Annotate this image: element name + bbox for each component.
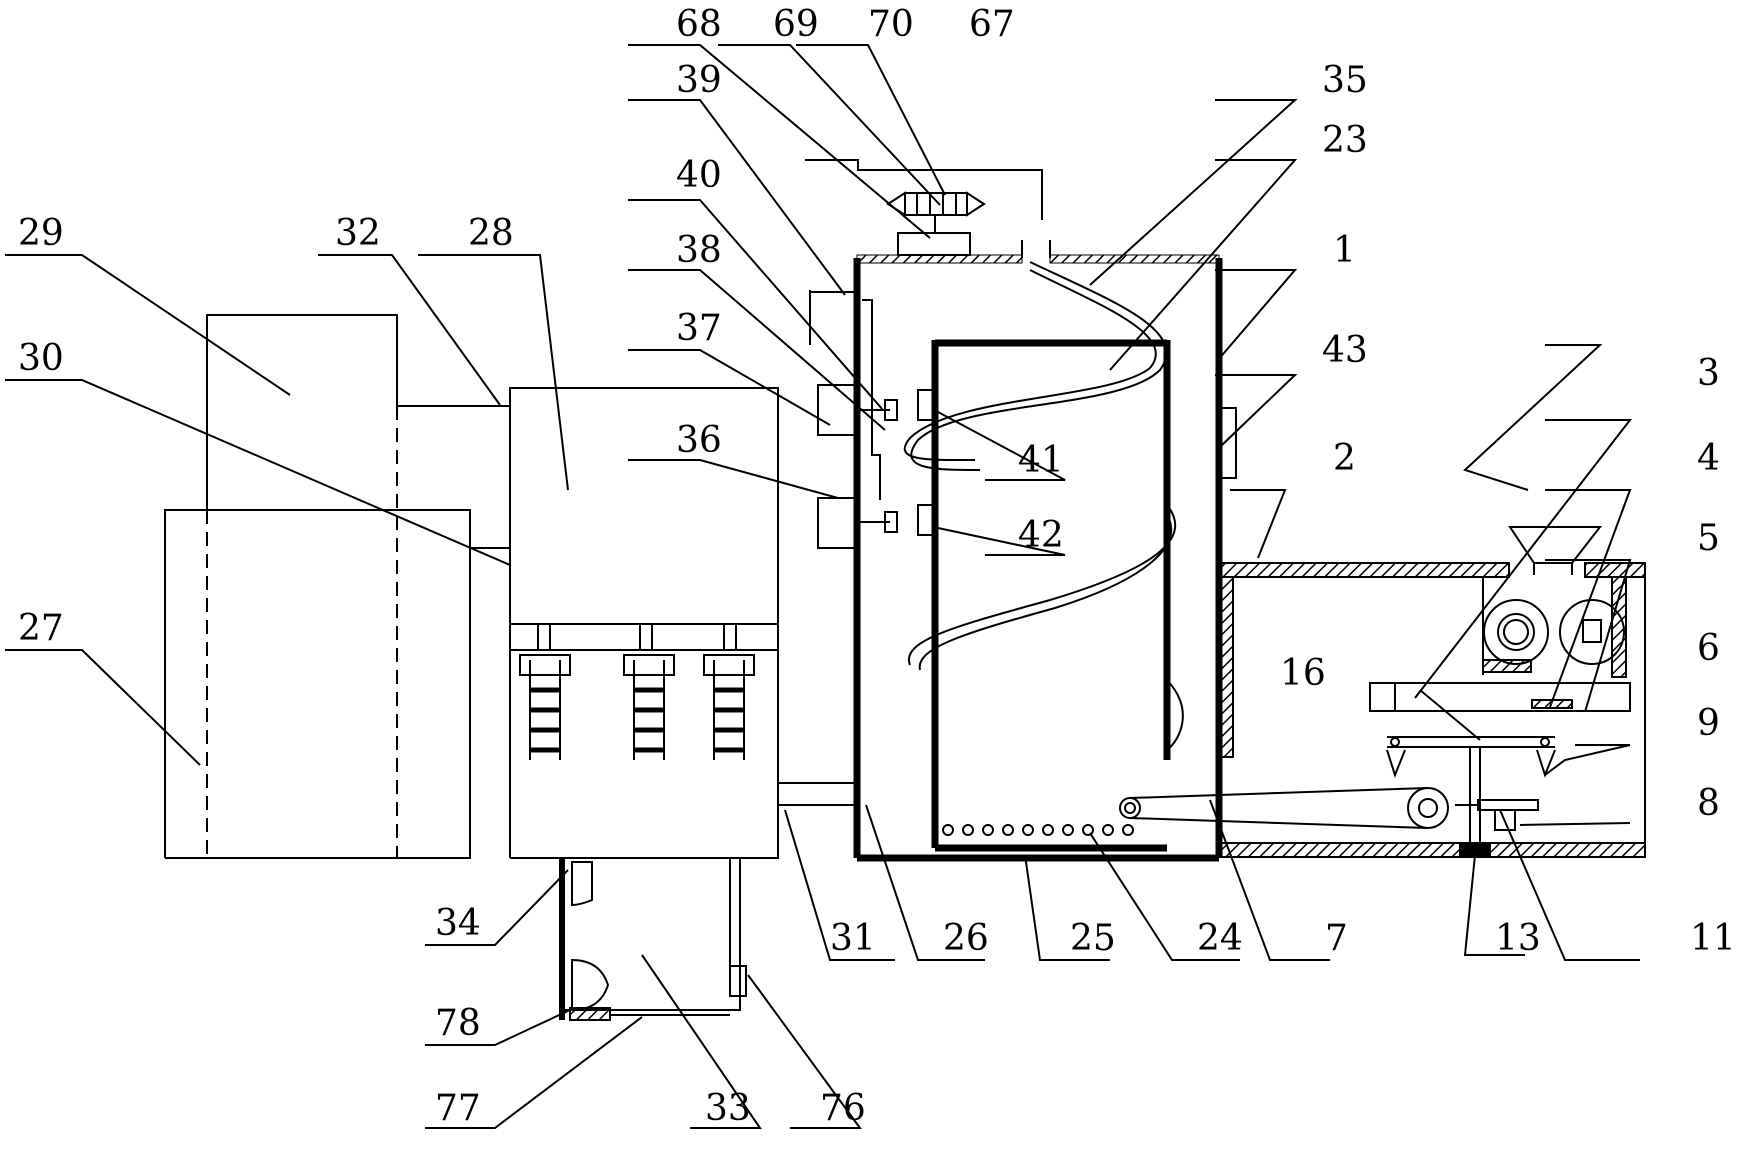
valves-36-42: [809, 290, 936, 549]
label-41: 41: [1018, 440, 1064, 481]
label-76: 76: [820, 1088, 866, 1129]
tank-28: [509, 387, 779, 859]
nozzle-67: [1021, 240, 1051, 258]
housing-2: [1119, 526, 1646, 858]
pipe-31: [778, 782, 855, 806]
label-13: 13: [1495, 918, 1541, 959]
label-6: 6: [1697, 628, 1720, 669]
label-29: 29: [18, 213, 64, 254]
heater-25: [942, 824, 1134, 836]
label-24: 24: [1197, 918, 1243, 959]
label-30: 30: [18, 338, 64, 379]
label-16: 16: [1280, 653, 1326, 694]
label-3: 3: [1697, 353, 1720, 394]
label-5: 5: [1697, 518, 1720, 559]
label-9: 9: [1697, 703, 1720, 744]
label-77: 77: [435, 1088, 481, 1129]
label-2: 2: [1333, 438, 1356, 479]
label-1: 1: [1333, 230, 1356, 271]
label-4: 4: [1697, 438, 1720, 479]
motor-68-70: [886, 191, 986, 256]
label-28: 28: [468, 213, 514, 254]
label-26: 26: [943, 918, 989, 959]
label-69: 69: [773, 4, 819, 45]
label-27: 27: [18, 608, 64, 649]
label-40: 40: [676, 155, 722, 196]
label-32: 32: [335, 213, 381, 254]
label-7: 7: [1325, 918, 1348, 959]
label-70: 70: [868, 4, 914, 45]
label-68: 68: [676, 4, 722, 45]
leader-lines: [5, 44, 1640, 1129]
reference-labels: 29 32 28 30 27 68 69 70 67 39 40 38 37 3…: [18, 4, 1736, 1129]
filter-rungs: [530, 687, 744, 753]
label-43: 43: [1322, 330, 1368, 371]
label-11: 11: [1690, 918, 1736, 959]
label-23: 23: [1322, 120, 1368, 161]
label-35: 35: [1322, 60, 1368, 101]
box-33: [559, 858, 747, 1021]
label-38: 38: [676, 230, 722, 271]
label-36: 36: [676, 420, 722, 461]
label-25: 25: [1070, 918, 1116, 959]
label-42: 42: [1018, 515, 1064, 556]
label-67: 67: [969, 4, 1015, 45]
gauge-43: [1218, 407, 1237, 479]
label-37: 37: [676, 308, 722, 349]
label-31: 31: [830, 918, 876, 959]
label-78: 78: [435, 1003, 481, 1044]
label-33: 33: [705, 1088, 751, 1129]
spiral-coil-35: [903, 261, 1184, 751]
label-34: 34: [435, 903, 481, 944]
tank-27-29: [164, 314, 510, 859]
label-8: 8: [1697, 783, 1720, 824]
label-39: 39: [676, 60, 722, 101]
